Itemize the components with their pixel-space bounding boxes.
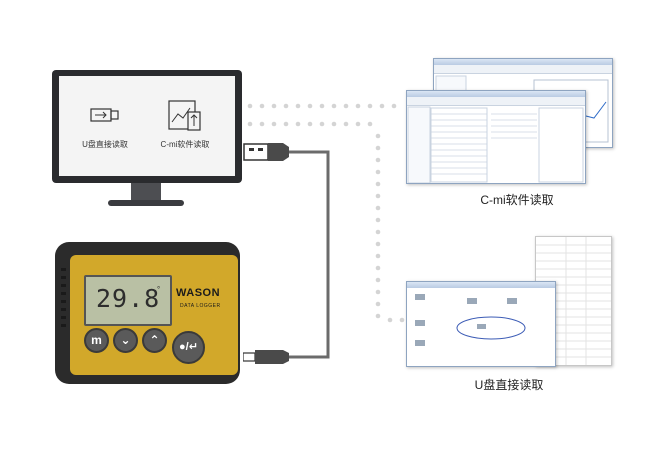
- record-enter-button[interactable]: ●/↵: [172, 331, 205, 364]
- up-button[interactable]: ⌃: [142, 328, 167, 353]
- usb-read-label: U盘直接读取: [82, 140, 128, 149]
- vent-slots-left: [61, 268, 66, 327]
- micro-usb-plug-icon: [243, 350, 289, 364]
- usb-a-plug-icon: [243, 143, 289, 161]
- software-chart-icon: [168, 100, 201, 131]
- brand-logo: WASON: [176, 287, 221, 299]
- explorer-preview: [415, 294, 526, 346]
- brand-subtitle: DATA LOGGER: [180, 303, 221, 309]
- software-read-label: C-mi软件读取: [160, 140, 210, 149]
- lcd-reading: 29.8: [96, 284, 161, 313]
- software-caption: C-mi软件读取: [480, 193, 554, 207]
- lcd-display: [84, 275, 172, 326]
- down-button[interactable]: ⌄: [113, 328, 138, 353]
- lcd-unit: °: [157, 285, 161, 294]
- usb-caption: U盘直接读取: [474, 378, 544, 392]
- monitor-stand: [131, 183, 161, 201]
- software-window-front: [406, 90, 586, 184]
- software-table-preview: [407, 106, 584, 183]
- explorer-window: [406, 281, 556, 367]
- monitor-stand-base: [108, 200, 184, 206]
- usb-drive-icon: [90, 108, 119, 122]
- mode-button[interactable]: m: [84, 328, 109, 353]
- monitor-screen: [59, 76, 235, 176]
